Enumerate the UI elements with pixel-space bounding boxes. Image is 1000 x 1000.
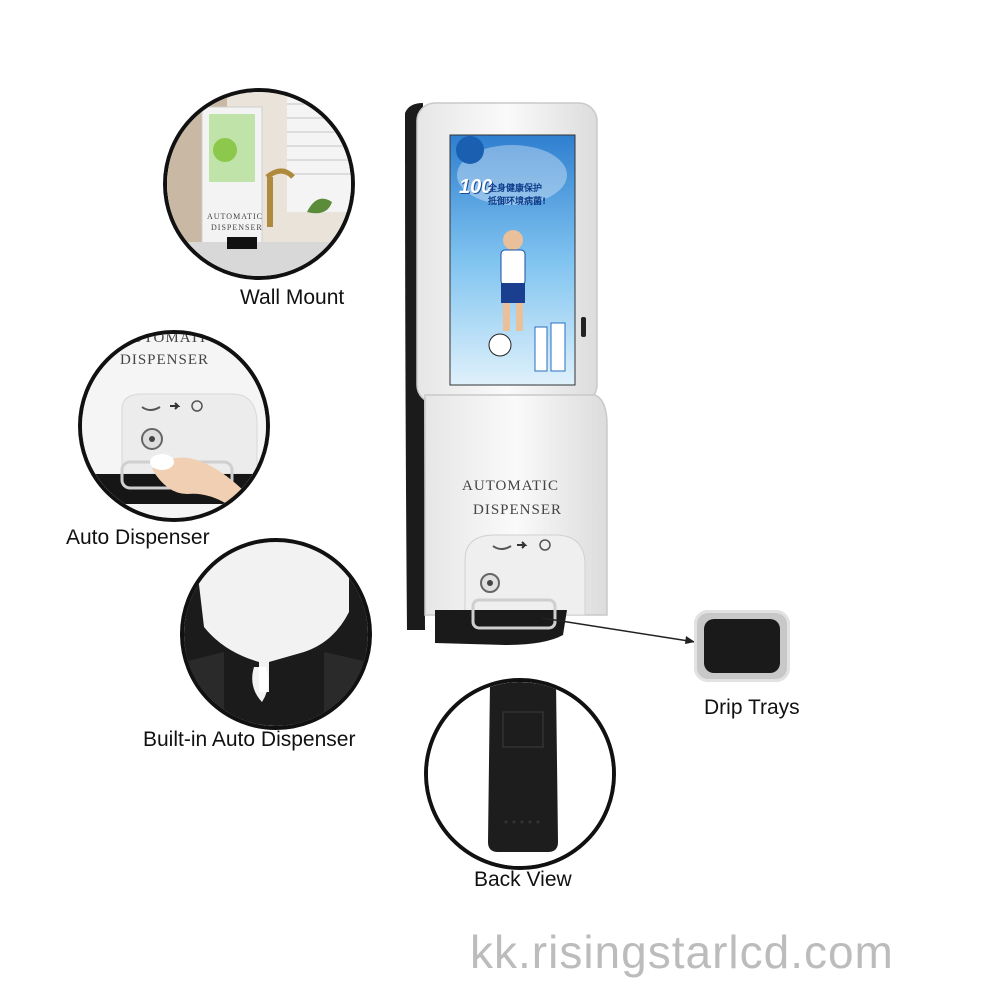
auto-dispenser-label: Auto Dispenser <box>66 526 210 549</box>
auto-panel-line2: DISPENSER <box>120 352 210 368</box>
drip-tray-inset <box>694 610 790 682</box>
back-view-label: Back View <box>474 868 572 891</box>
back-view-inset <box>424 678 616 870</box>
wall-mount-panel-line2: DISPENSER <box>211 223 263 232</box>
auto-panel-line1: AUTOMATI <box>120 330 207 346</box>
device-label-line1: AUTOMATIC <box>462 478 560 494</box>
drip-tray-icon <box>704 619 780 673</box>
wall-mount-panel-line1: AUTOMATIC <box>207 212 263 221</box>
drip-tray-pointer <box>541 617 696 644</box>
screen-number: 100 <box>459 176 493 198</box>
auto-dispenser-inset: AUTOMATI DISPENSER <box>78 330 270 522</box>
screen-tagline-2: 抵御环境病菌! <box>488 197 547 207</box>
builtin-dispenser-inset <box>180 538 372 730</box>
screen-tagline-1: 全身健康保护 <box>488 184 543 194</box>
dispenser-illustration <box>405 102 608 645</box>
builtin-dispenser-label: Built-in Auto Dispenser <box>143 728 356 751</box>
device-label-line2: DISPENSER <box>473 502 563 518</box>
watermark: kk.risingstarlcd.com <box>470 926 894 978</box>
drip-trays-label: Drip Trays <box>704 696 800 719</box>
wall-mount-inset: AUTOMATIC DISPENSER <box>163 88 355 280</box>
wall-mount-label: Wall Mount <box>240 286 345 309</box>
